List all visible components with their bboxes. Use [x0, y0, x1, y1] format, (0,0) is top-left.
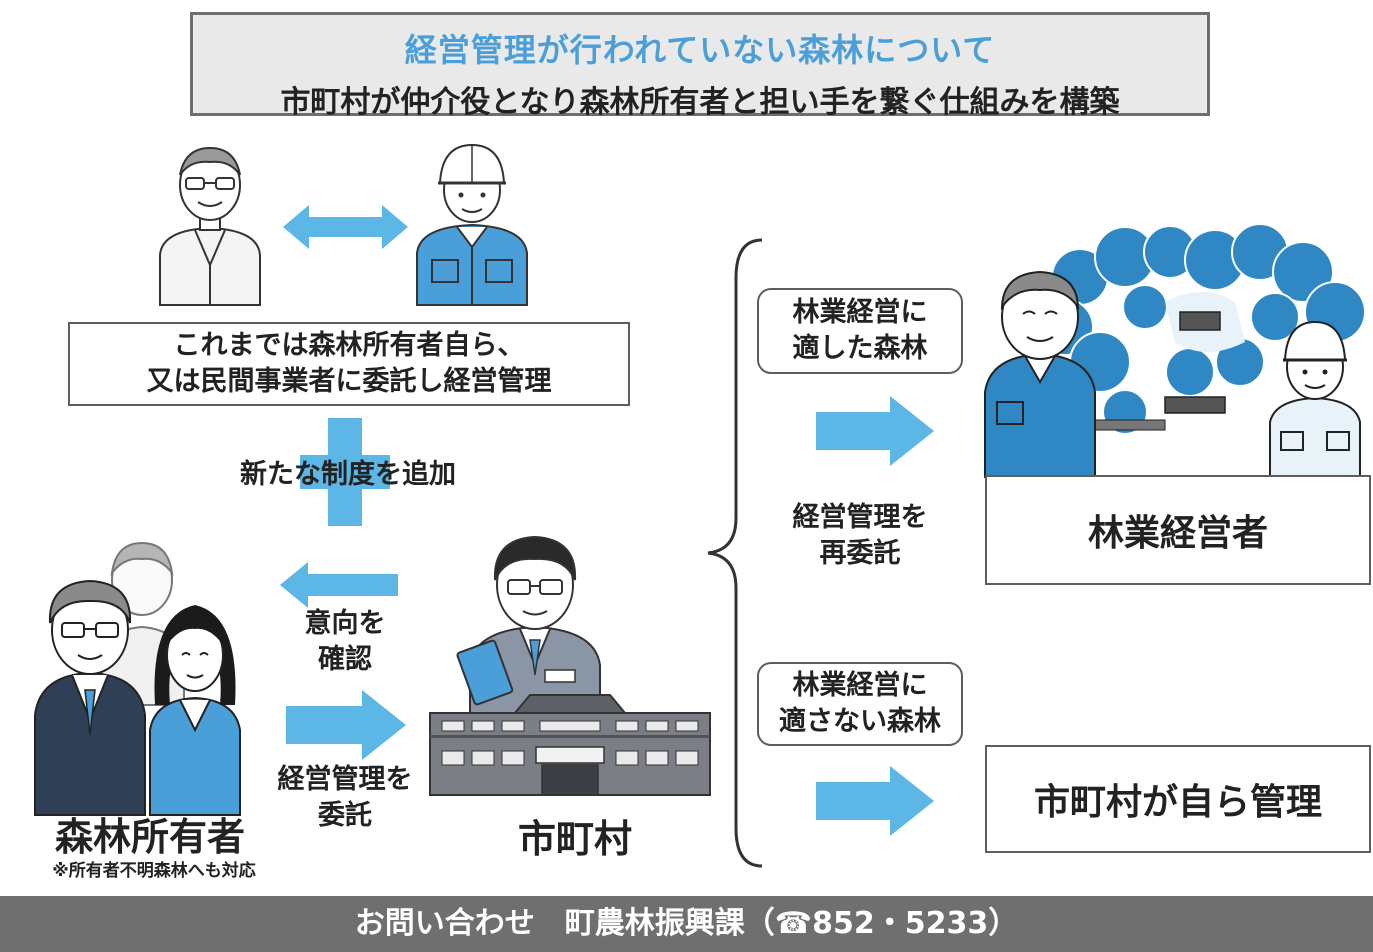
title-box: 経営管理が行われていない森林について 市町村が仲介役となり森林所有者と担い手を繋…	[190, 12, 1210, 120]
self-managed-label: 市町村が自ら管理	[1033, 782, 1322, 823]
municipal-official-illustration	[456, 535, 601, 716]
previous-management-line1: これまでは森林所有者自ら、	[173, 330, 525, 361]
confirm-intent-line2: 確認	[318, 644, 372, 675]
unsuitable-forest-badge: 林業経営に 適さない森林	[757, 662, 963, 746]
title-subtitle: 市町村が仲介役となり森林所有者と担い手を繋ぐ仕組みを構築	[280, 85, 1120, 120]
unsuitable-forest-line2: 適さない森林	[779, 706, 941, 737]
forestry-site-illustration	[984, 223, 1366, 478]
left-arrow-icon	[280, 562, 398, 608]
re-entrust-label: 経営管理を 再委託	[770, 500, 950, 572]
right-arrow-icon-lower	[816, 766, 934, 836]
curly-brace-icon	[707, 238, 763, 868]
elderly-owner-illustration	[159, 146, 261, 306]
forestry-worker-illustration	[416, 143, 528, 306]
plus-icon	[300, 418, 390, 526]
contact-footer: お問い合わせ 町農林振興課（☎852・5233）	[0, 896, 1373, 952]
right-arrow-icon-upper	[816, 396, 934, 466]
suitable-forest-line1: 林業経営に	[792, 297, 928, 328]
confirm-intent-label: 意向を 確認	[280, 606, 410, 678]
town-hall-building-icon	[429, 694, 711, 796]
forestry-operator-box: 林業経営者	[985, 475, 1371, 585]
self-managed-box: 市町村が自ら管理	[985, 745, 1371, 853]
suitable-forest-badge: 林業経営に 適した森林	[757, 288, 963, 374]
suitable-forest-line2: 適した森林	[792, 333, 928, 364]
previous-management-line2: 又は民間事業者に委託し経営管理	[146, 366, 552, 397]
previous-management-box: これまでは森林所有者自ら、 又は民間事業者に委託し経営管理	[68, 322, 630, 406]
title-main: 経営管理が行われていない森林について	[404, 31, 996, 69]
forest-owners-illustration	[34, 541, 241, 816]
municipality-label: 市町村	[517, 817, 632, 861]
forest-owner-note: ※所有者不明森林へも対応	[52, 861, 256, 881]
right-arrow-icon	[286, 690, 406, 760]
unsuitable-forest-line1: 林業経営に	[792, 670, 928, 701]
forest-owner-label: 森林所有者	[54, 815, 245, 859]
confirm-intent-line1: 意向を	[304, 608, 386, 639]
entrust-line2: 委託	[318, 800, 372, 831]
entrust-line1: 経営管理を	[277, 764, 413, 795]
re-entrust-line2: 再委託	[819, 538, 901, 569]
entrust-label: 経営管理を 委託	[260, 762, 430, 834]
new-system-label: 新たな制度を追加	[240, 459, 456, 490]
re-entrust-line1: 経営管理を	[792, 502, 928, 533]
forestry-operator-label: 林業経営者	[1087, 513, 1268, 554]
two-way-arrow-icon	[283, 205, 408, 249]
contact-text: お問い合わせ 町農林振興課（☎852・5233）	[354, 906, 1019, 941]
